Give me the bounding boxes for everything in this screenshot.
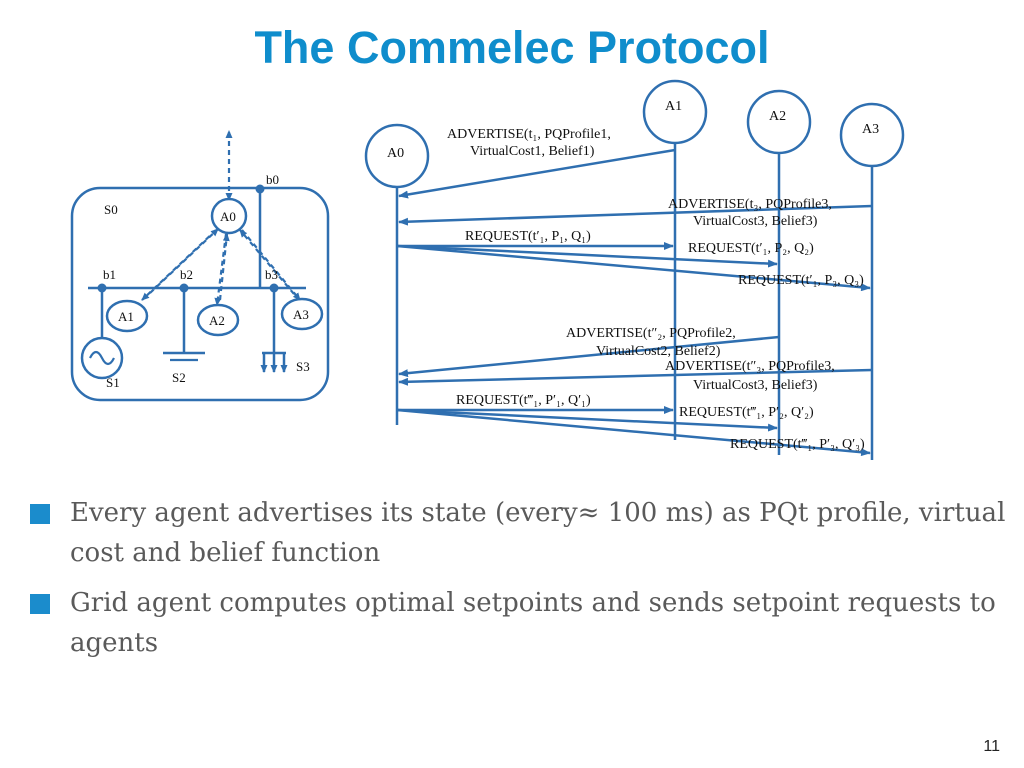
bus-b3-label: b3 [265,267,278,282]
lifeline-a1-label: A1 [665,99,682,114]
msg-advertise-a1-line1: ADVERTISE(t₁, PQProfile1, [447,127,611,142]
msg-advertise-a3-line1: ADVERTISE(t₃, PQProfile3, [668,197,832,212]
bus-b1-node [97,283,107,293]
bullet-text: Grid agent computes optimal setpoints an… [70,588,996,658]
agent-a2-label: A2 [209,313,225,328]
msg-advertise-a2-line1: ADVERTISE(t″₂, PQProfile2, [566,326,736,341]
lifeline-head-a3 [839,102,905,168]
msg-request-a2-round2: REQUEST(t‴₁, P′₂, Q′₂) [679,405,814,420]
message-labels: ADVERTISE(t₁, PQProfile1, VirtualCost1, … [447,127,865,452]
msg-advertise-a2-line2: VirtualCost2, Belief2) [596,344,721,359]
agent-a2-node [196,303,240,337]
bus-b2-node [179,283,189,293]
bullet-list: Every agent advertises its state (every≈… [30,493,1010,673]
bus-b0-label: b0 [266,172,279,187]
a0-a3-link [241,229,301,301]
system-box [70,186,330,402]
msg-request-a3-round2: REQUEST(t‴₁, P′₃, Q′₃) [730,437,865,452]
bullet-item: Every agent advertises its state (every≈… [30,493,1010,573]
msg-request-a3: REQUEST(t′₁, P₃, Q₃) [738,273,864,288]
lifeline-head-a1 [642,79,708,145]
msg-advertise-a3-round2-line2: VirtualCost3, Belief3) [693,378,818,393]
storage-s2-label: S2 [172,370,186,385]
bullet-square-icon [30,594,50,614]
agent-a0-label: A0 [220,209,236,224]
sequence-diagram [395,136,874,460]
lifeline-head-a2 [746,89,812,155]
ac-source-icon [89,350,115,366]
bus-b1-label: b1 [103,267,116,282]
bus-b3-node [269,283,279,293]
load-s3-label: S3 [296,359,310,374]
agent-a0-node [210,197,248,235]
slide-title: The Commelec Protocol [254,22,770,73]
bullet-text: Every agent advertises its state (every≈… [70,498,1006,568]
bullet-item: Grid agent computes optimal setpoints an… [30,583,1010,663]
agent-a3-label: A3 [293,307,309,322]
bus-b2-label: b2 [180,267,193,282]
agent-a3-node [280,297,324,331]
agent-a1-node [105,299,149,333]
a0-a1-link [141,229,217,301]
bus-b0-node [255,184,265,194]
msg-request-a1-round2: REQUEST(t‴₁, P′₁, Q′₁) [456,393,591,408]
a0-a2-link [214,233,228,306]
lifeline-a2-label: A2 [769,109,786,124]
bullet-square-icon [30,504,50,524]
lifeline-a3-label: A3 [862,122,879,137]
page-number: 11 [983,738,1000,755]
msg-advertise-a3-round2-line1: ADVERTISE(t″₃, PQProfile3, [665,359,835,374]
protocol-figure: S0 A0 A1 A2 A3 b0 b1 b2 b3 S1 S2 S3 A0 A… [70,79,905,460]
system-s0-label: S0 [104,202,118,217]
msg-request-a2: REQUEST(t′₁, P₂, Q₂) [688,241,814,256]
source-s1-label: S1 [106,375,120,390]
lifeline-a0-label: A0 [387,146,404,161]
msg-advertise-a1-line2: VirtualCost1, Belief1) [470,144,595,159]
agent-a1-label: A1 [118,309,134,324]
lifeline-head-a0 [364,123,430,189]
msg-advertise-a3-line2: VirtualCost3, Belief3) [693,214,818,229]
msg-request-a1: REQUEST(t′₁, P₁, Q₁) [465,229,591,244]
